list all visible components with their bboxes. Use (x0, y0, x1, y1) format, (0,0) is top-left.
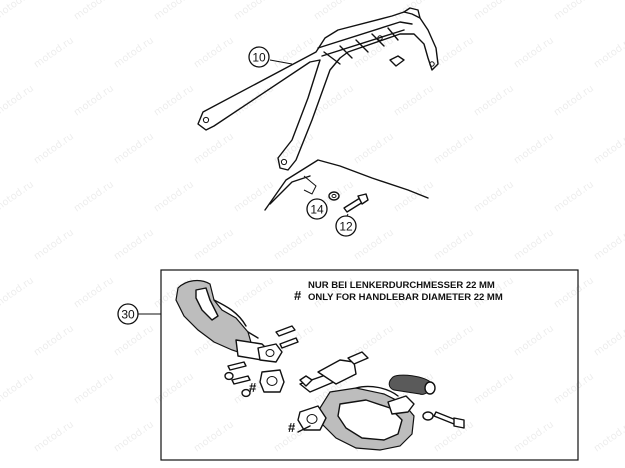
watermark-text: motod.ru (0, 275, 36, 310)
watermark-text: motod.ru (592, 227, 625, 262)
washer-part (328, 191, 340, 201)
watermark-text: motod.ru (472, 179, 516, 214)
rear-luggage-rack (197, 7, 439, 171)
callout-10-label: 10 (252, 51, 266, 65)
watermark-text: motod.ru (152, 371, 196, 406)
watermark-text: motod.ru (432, 227, 476, 262)
note-line-en: ONLY FOR HANDLEBAR DIAMETER 22 MM (308, 292, 503, 303)
watermark-text: motod.ru (192, 419, 236, 454)
watermark-text: motod.ru (432, 35, 476, 70)
watermark-text: motod.ru (552, 275, 596, 310)
watermark-text: motod.ru (112, 323, 156, 358)
watermark-text: motod.ru (272, 227, 316, 262)
handlebar-section (299, 351, 436, 395)
note-marker: # (294, 288, 302, 303)
watermark-text: motod.ru (552, 371, 596, 406)
watermark-text: motod.ru (512, 35, 556, 70)
callout-12: 12 (335, 213, 357, 237)
callout-14: 14 (306, 198, 328, 220)
watermark-text: motod.ru (472, 83, 516, 118)
watermark-text: motod.ru (112, 419, 156, 454)
callout-30-label: 30 (121, 308, 135, 322)
watermark-text: motod.ru (0, 0, 36, 22)
watermark-text: motod.ru (352, 35, 396, 70)
watermark-text: motod.ru (552, 83, 596, 118)
watermark-text: motod.ru (72, 83, 116, 118)
watermark-text: motod.ru (32, 323, 76, 358)
watermark-text: motod.ru (392, 0, 436, 22)
watermark-text: motod.ru (192, 131, 236, 166)
watermark-text: motod.ru (0, 371, 36, 406)
watermark-text: motod.ru (232, 0, 276, 22)
watermark-text: motod.ru (32, 419, 76, 454)
watermark-text: motod.ru (472, 0, 516, 22)
handguard-kit-frame (160, 269, 579, 461)
watermark-text: motod.ru (552, 0, 596, 22)
rear-fender (264, 159, 429, 211)
watermark-text: motod.ru (72, 275, 116, 310)
callout-14-label: 14 (310, 203, 324, 217)
watermark-text: motod.ru (152, 83, 196, 118)
watermark-text: motod.ru (592, 419, 625, 454)
watermark-text: motod.ru (192, 35, 236, 70)
clamp-bottom-mark: # (288, 420, 296, 435)
watermark-text: motod.ru (512, 131, 556, 166)
watermark-text: motod.ru (512, 323, 556, 358)
watermark-text: motod.ru (592, 35, 625, 70)
right-handguard (319, 385, 415, 451)
watermark-text: motod.ru (72, 0, 116, 22)
watermark-text: motod.ru (592, 323, 625, 358)
callout-12-label: 12 (339, 220, 353, 234)
watermark-text: motod.ru (152, 179, 196, 214)
watermark-text: motod.ru (352, 227, 396, 262)
watermark-text: motod.ru (592, 131, 625, 166)
watermark-text: motod.ru (72, 371, 116, 406)
watermark-text: motod.ru (192, 227, 236, 262)
watermark-text: motod.ru (232, 179, 276, 214)
watermark-text: motod.ru (512, 227, 556, 262)
watermark-text: motod.ru (32, 35, 76, 70)
watermark-text: motod.ru (392, 83, 436, 118)
callout-10: 10 (248, 46, 293, 68)
watermark-text: motod.ru (512, 419, 556, 454)
watermark-text: motod.ru (432, 131, 476, 166)
watermark-text: motod.ru (392, 179, 436, 214)
screw-part (343, 193, 369, 213)
watermark-text: motod.ru (112, 131, 156, 166)
watermark-text: motod.ru (352, 131, 396, 166)
right-mounting-bolt (422, 411, 465, 429)
watermark-text: motod.ru (32, 131, 76, 166)
bottom-clamp: # (288, 405, 327, 435)
callout-30: 30 (117, 303, 161, 325)
watermark-text: motod.ru (312, 0, 356, 22)
watermark-text: motod.ru (552, 179, 596, 214)
watermark-text: motod.ru (472, 371, 516, 406)
clamp-left-mark: # (249, 380, 257, 395)
left-clamp-set: # (224, 325, 299, 398)
watermark-text: motod.ru (32, 227, 76, 262)
watermark-text: motod.ru (232, 275, 276, 310)
left-handguard (175, 279, 271, 361)
watermark-text: motod.ru (152, 0, 196, 22)
watermark-text: motod.ru (112, 35, 156, 70)
note-line-de: NUR BEI LENKERDURCHMESSER 22 MM (308, 280, 495, 291)
watermark-text: motod.ru (432, 323, 476, 358)
watermark-text: motod.ru (0, 179, 36, 214)
watermark-text: motod.ru (272, 35, 316, 70)
diameter-note: # NUR BEI LENKERDURCHMESSER 22 MM ONLY F… (294, 280, 503, 303)
watermark-text: motod.ru (0, 83, 36, 118)
watermark-text: motod.ru (112, 227, 156, 262)
watermark-text: motod.ru (72, 179, 116, 214)
